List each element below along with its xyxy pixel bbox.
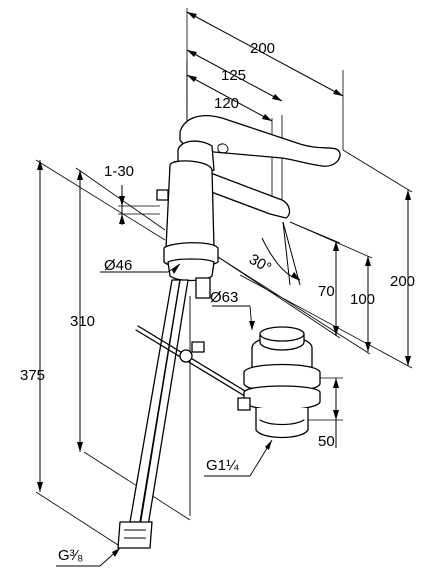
thread-g1-1-4: G1¼ xyxy=(206,457,239,474)
dim-dia-63: Ø63 xyxy=(210,289,238,306)
left-dimension-lines xyxy=(37,160,160,492)
top-dimension-lines xyxy=(186,11,344,122)
dim-dia-46: Ø46 xyxy=(104,257,132,274)
dim-30-deg: 30° xyxy=(246,251,274,277)
angle-marker xyxy=(261,221,301,286)
waste-fitting xyxy=(237,326,321,439)
dim-120: 120 xyxy=(214,95,239,112)
dim-200-right: 200 xyxy=(390,273,415,290)
dim-310: 310 xyxy=(70,313,95,330)
thread-g3-8: G³⁄₈ xyxy=(58,547,83,564)
dim-70: 70 xyxy=(318,283,335,300)
drain-rod xyxy=(135,325,251,399)
supply-hoses xyxy=(117,279,191,549)
dim-50: 50 xyxy=(318,433,335,450)
dim-100: 100 xyxy=(350,291,375,308)
right-dimension-lines xyxy=(333,190,411,448)
dim-1-30: 1-30 xyxy=(104,163,134,180)
leader-lines xyxy=(56,263,273,567)
dim-125: 125 xyxy=(221,67,246,84)
dim-375: 375 xyxy=(20,367,45,384)
dim-200-top: 200 xyxy=(250,40,275,57)
faucet xyxy=(156,115,341,299)
